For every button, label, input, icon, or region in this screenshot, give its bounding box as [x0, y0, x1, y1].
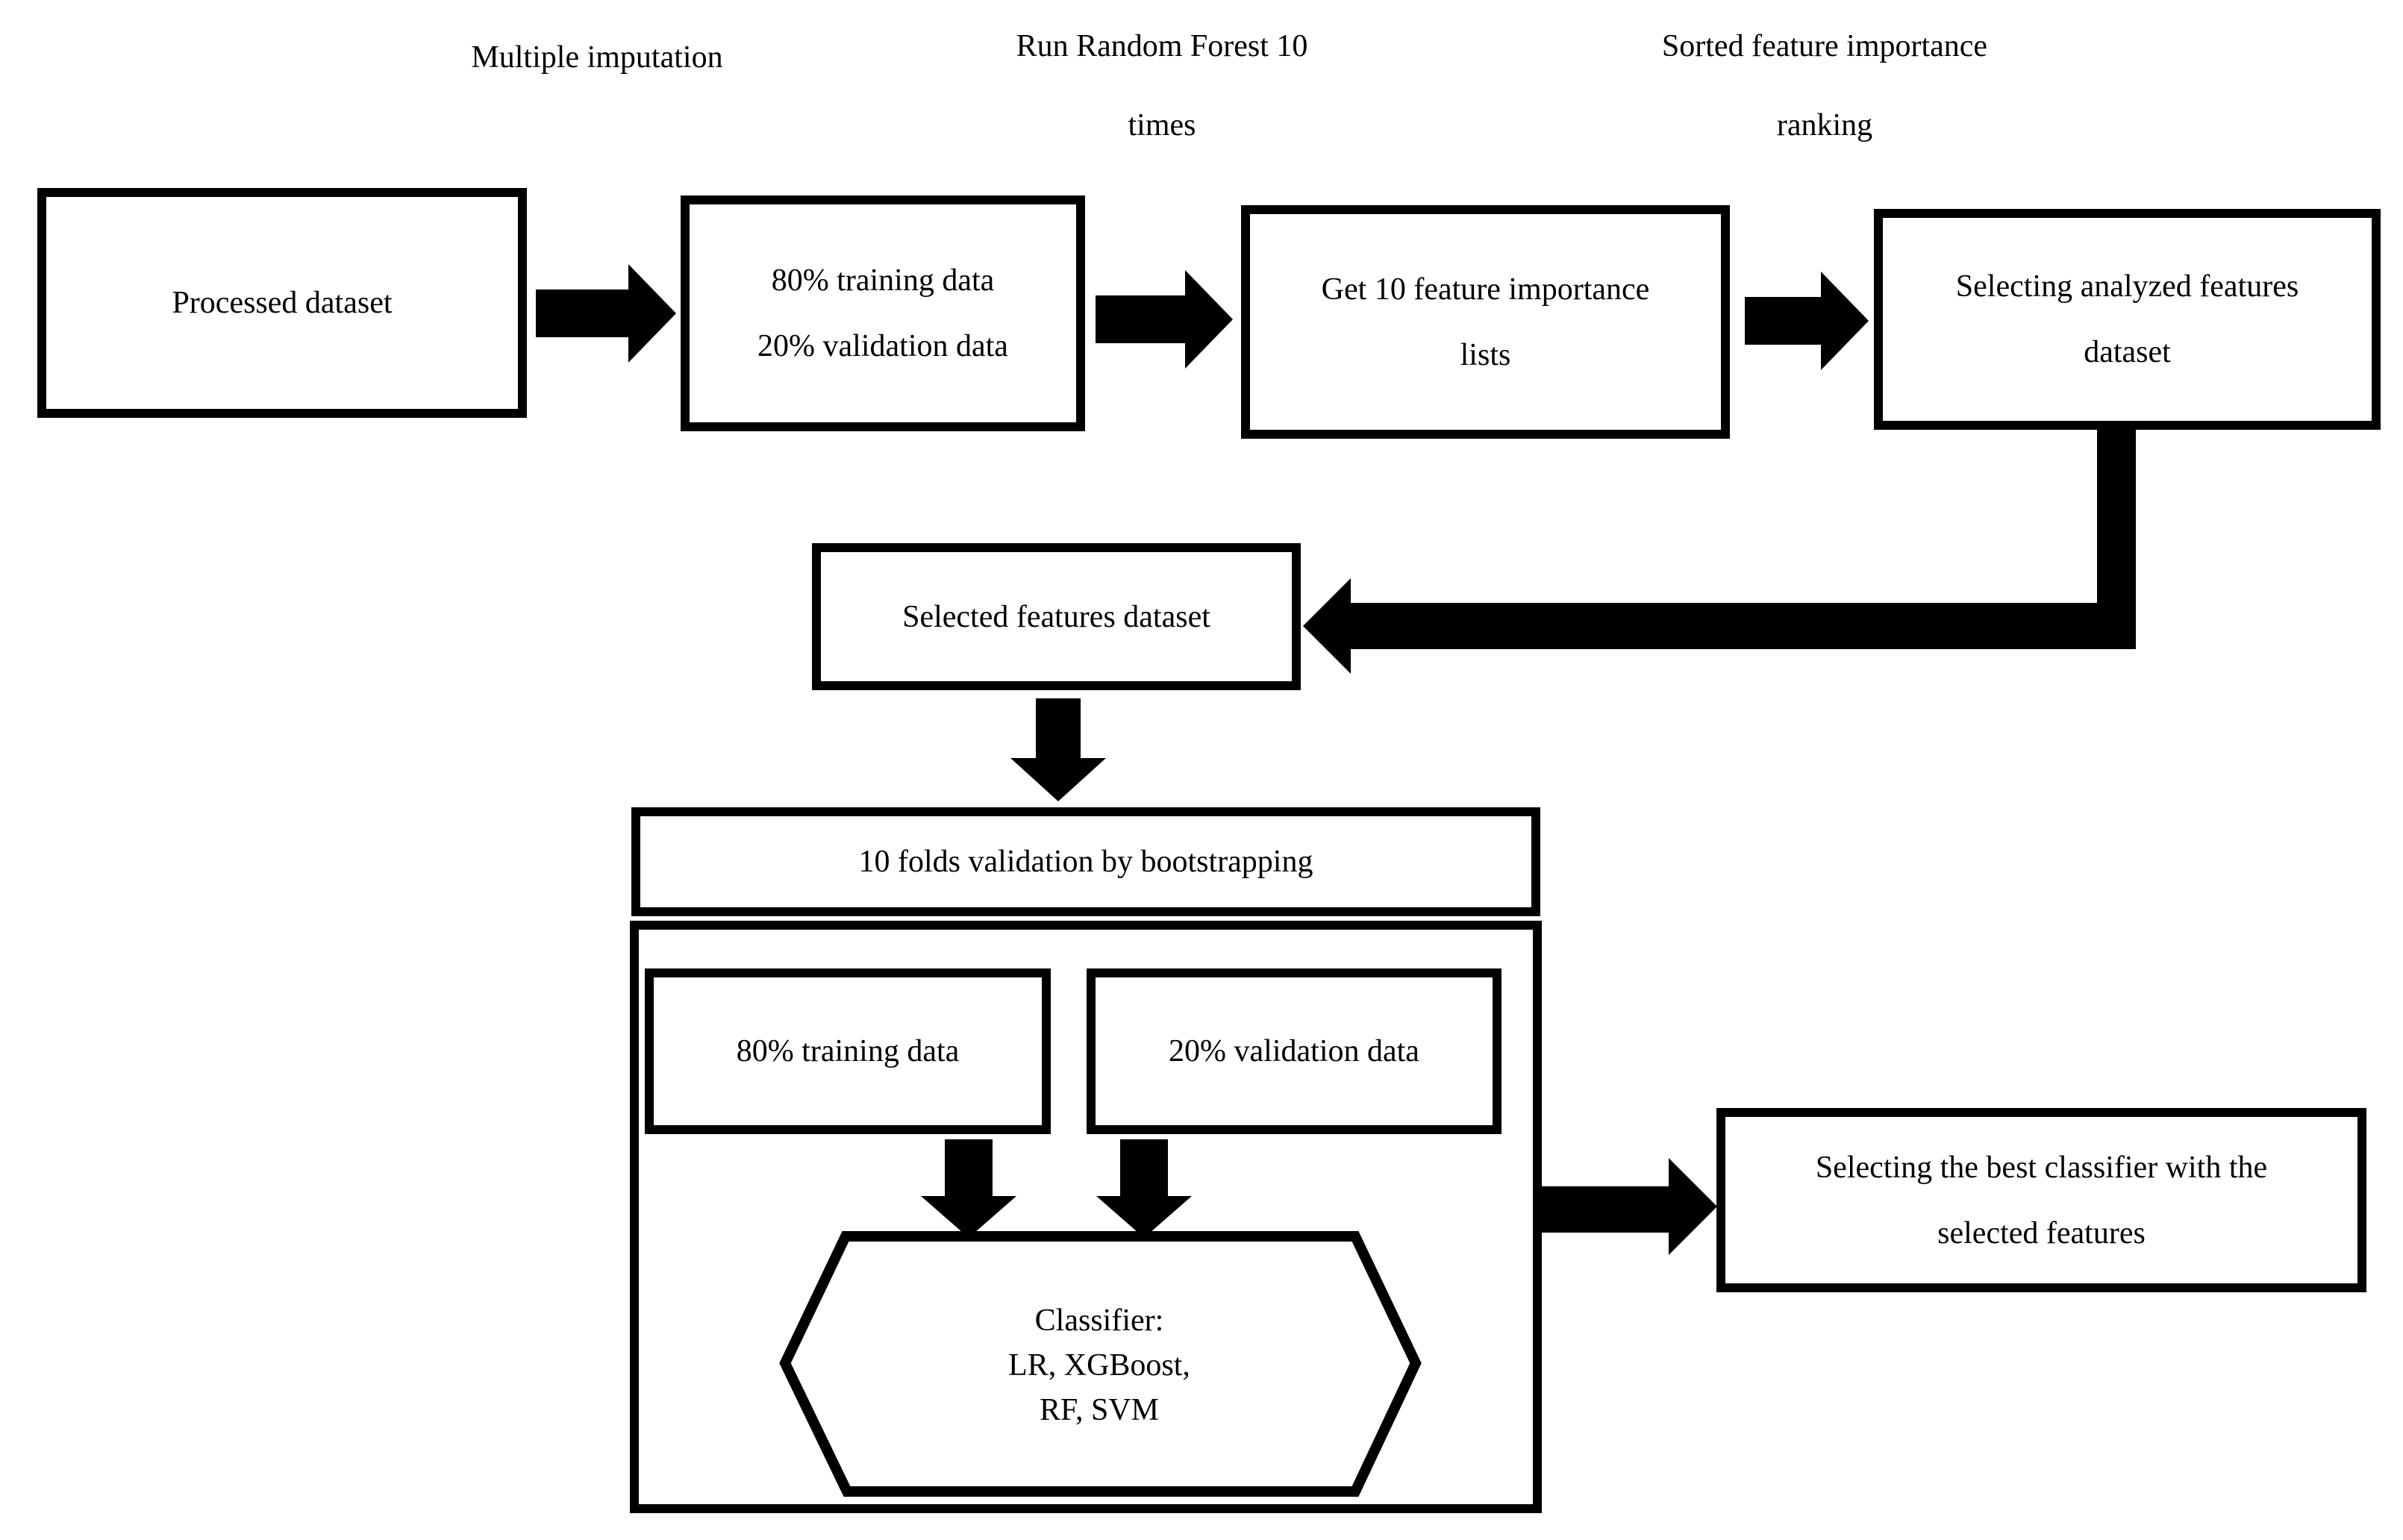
- box-selected-features-dataset: Selected features dataset: [812, 543, 1301, 690]
- arrow-5b-head-down-icon: [1096, 1196, 1192, 1238]
- box-feature-importance-lists-line1: Get 10 feature importance: [1321, 272, 1650, 307]
- elbow-connector-horizontal-shaft: [1351, 603, 2136, 649]
- arrow-2-head-right-icon: [1185, 270, 1233, 369]
- box-validation-data: 20% validation data: [1087, 968, 1502, 1134]
- arrow-5a-shaft: [945, 1139, 993, 1196]
- arrow-3-shaft: [1745, 297, 1821, 345]
- classifier-hexagon-shape: [779, 1231, 1422, 1497]
- classifier-hexagon-outline: [779, 1231, 1422, 1497]
- box-best-classifier-line1: Selecting the best classifier with the: [1815, 1150, 2268, 1185]
- box-train-validation-split-line1: 80% training data: [771, 263, 995, 298]
- arrow-5b-shaft: [1120, 1139, 1168, 1196]
- box-training-data-text: 80% training data: [736, 1034, 960, 1068]
- classifier-hexagon-label: Classifier: LR, XGBoost, RF, SVM: [846, 1302, 1353, 1429]
- label-multiple-imputation-text: Multiple imputation: [471, 40, 723, 75]
- classifier-line3: RF, SVM: [1039, 1393, 1160, 1427]
- box-best-classifier-line2: selected features: [1937, 1215, 2146, 1251]
- label-sorted-importance: Sorted feature importance ranking: [1563, 28, 2086, 144]
- arrow-4-head-down-icon: [1010, 758, 1106, 801]
- label-run-random-forest: Run Random Forest 10 times: [901, 28, 1423, 144]
- arrow-4-shaft: [1036, 698, 1081, 758]
- arrow-2-shaft: [1096, 295, 1185, 343]
- box-train-validation-split-line2: 20% validation data: [757, 329, 1008, 363]
- classifier-line1: Classifier:: [1034, 1303, 1164, 1338]
- box-validation-data-text: 20% validation data: [1169, 1034, 1419, 1068]
- box-training-data: 80% training data: [645, 968, 1051, 1134]
- label-sorted-importance-line2: ranking: [1776, 108, 1873, 143]
- arrow-6-shaft: [1542, 1186, 1669, 1233]
- box-processed-dataset-text: Processed dataset: [172, 286, 393, 320]
- box-feature-importance-lists-line2: lists: [1460, 337, 1511, 372]
- arrow-1-head-right-icon: [628, 264, 676, 363]
- box-processed-dataset: Processed dataset: [37, 188, 527, 418]
- box-folds-validation: 10 folds validation by bootstrapping: [631, 807, 1540, 916]
- box-folds-validation-text: 10 folds validation by bootstrapping: [858, 845, 1313, 879]
- arrow-1-shaft: [536, 289, 628, 337]
- box-best-classifier: Selecting the best classifier with the s…: [1716, 1108, 2366, 1292]
- elbow-connector-head-left-icon: [1303, 578, 1351, 674]
- box-selecting-analyzed-features-line1: Selecting analyzed features: [1955, 269, 2299, 304]
- label-run-random-forest-line2: times: [1128, 108, 1196, 143]
- label-multiple-imputation: Multiple imputation: [336, 39, 858, 76]
- label-run-random-forest-line1: Run Random Forest 10: [1016, 29, 1308, 63]
- box-selecting-analyzed-features: Selecting analyzed features dataset: [1874, 209, 2381, 430]
- arrow-6-head-right-icon: [1669, 1158, 1717, 1255]
- classifier-line2: LR, XGBoost,: [1008, 1348, 1190, 1383]
- label-sorted-importance-line1: Sorted feature importance: [1661, 29, 1988, 63]
- box-selecting-analyzed-features-line2: dataset: [2084, 335, 2171, 369]
- arrow-3-head-right-icon: [1821, 272, 1869, 370]
- box-feature-importance-lists: Get 10 feature importance lists: [1241, 205, 1730, 439]
- arrow-5a-head-down-icon: [921, 1196, 1016, 1238]
- box-train-validation-split: 80% training data 20% validation data: [681, 195, 1085, 431]
- box-selected-features-dataset-text: Selected features dataset: [902, 599, 1210, 634]
